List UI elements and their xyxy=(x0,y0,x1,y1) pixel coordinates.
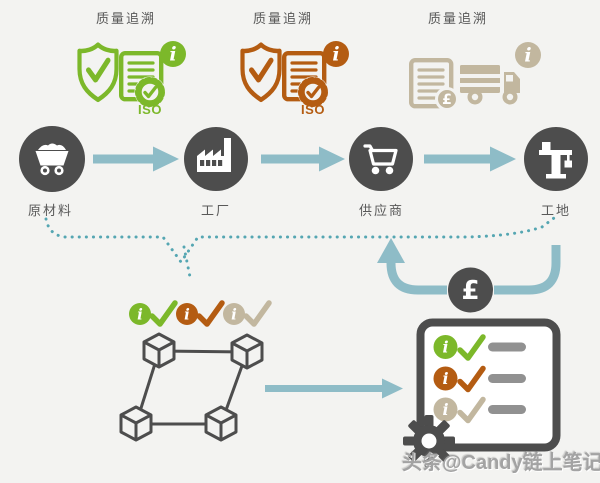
info-icon: i xyxy=(515,42,541,68)
check-icon xyxy=(199,303,222,324)
check-icon xyxy=(152,303,175,324)
arrow-right-icon xyxy=(261,146,345,172)
pound-badge-icon: £ xyxy=(435,87,459,111)
process-node-raw-material xyxy=(19,126,85,192)
dotted-trace-line xyxy=(44,216,556,279)
dotted-drip xyxy=(182,245,192,279)
svg-text:i: i xyxy=(169,44,176,66)
tower-crane-icon xyxy=(539,142,572,179)
payment-return-arrow: £ xyxy=(377,238,561,313)
info-icon xyxy=(433,366,458,391)
svg-text:i: i xyxy=(137,306,143,324)
arrow-up-head xyxy=(377,238,405,263)
svg-text:i: i xyxy=(442,400,448,419)
mine-cart-icon xyxy=(35,143,69,176)
blockchain-network xyxy=(119,332,264,442)
svg-text:i: i xyxy=(184,306,190,324)
cube-node-icon xyxy=(119,405,153,442)
process-node-site xyxy=(524,127,588,191)
cube-node-icon xyxy=(230,333,264,370)
node-label-factory: 工厂 xyxy=(201,203,232,218)
shield-check-icon xyxy=(243,45,280,100)
trace-label-2: 质量追溯 xyxy=(253,11,314,26)
process-node-supplier xyxy=(349,127,413,191)
iso-label: ISO xyxy=(301,102,325,117)
checklist-row: i xyxy=(433,366,526,391)
list-bar xyxy=(488,374,526,383)
iso-label: ISO xyxy=(138,102,162,117)
checklist-row: i xyxy=(433,397,526,422)
shopping-cart-icon xyxy=(363,144,398,175)
info-icon xyxy=(433,335,458,359)
node-label-supplier: 供应商 xyxy=(359,203,405,218)
check-icon xyxy=(246,303,269,324)
cube-node-icon xyxy=(204,405,238,442)
factory-icon xyxy=(197,138,231,172)
process-node-factory xyxy=(184,127,248,191)
node-label-raw-material: 原材料 xyxy=(28,203,74,218)
process-arrows xyxy=(93,146,516,172)
info-icon xyxy=(433,397,458,422)
list-bar xyxy=(488,342,526,352)
info-icon: i xyxy=(223,303,245,325)
info-icon: i xyxy=(160,41,186,67)
trace-group-green: i xyxy=(80,41,186,108)
blockchain-status-pairs: i i i xyxy=(129,303,269,325)
trace-label-1: 质量追溯 xyxy=(96,11,157,26)
svg-text:£: £ xyxy=(461,276,479,306)
trace-group-orange: i xyxy=(243,41,349,108)
gear-icon xyxy=(403,415,455,467)
pound-circle-icon: £ xyxy=(448,267,493,313)
arrow-right-icon xyxy=(265,378,403,399)
list-bar xyxy=(488,405,526,414)
truck-icon xyxy=(460,65,520,105)
svg-text:i: i xyxy=(332,44,339,66)
svg-text:i: i xyxy=(442,369,448,388)
trace-group-tan: £ i xyxy=(411,42,541,111)
info-icon: i xyxy=(129,303,151,325)
node-label-site: 工地 xyxy=(541,203,572,218)
arrow-right-icon xyxy=(93,146,179,172)
arrow-right-icon xyxy=(424,146,516,172)
trace-label-3: 质量追溯 xyxy=(428,11,489,26)
svg-text:£: £ xyxy=(442,92,452,108)
svg-text:i: i xyxy=(524,45,531,67)
checklist-tablet: i i i xyxy=(403,318,561,467)
info-icon: i xyxy=(176,303,198,325)
svg-text:i: i xyxy=(442,338,448,357)
checklist-row: i xyxy=(433,335,526,359)
shield-check-icon xyxy=(80,45,117,100)
info-icon: i xyxy=(323,41,349,67)
svg-text:i: i xyxy=(231,306,237,324)
cube-node-icon xyxy=(142,332,176,369)
watermark: 头条@Candy链上笔记 xyxy=(402,452,600,474)
